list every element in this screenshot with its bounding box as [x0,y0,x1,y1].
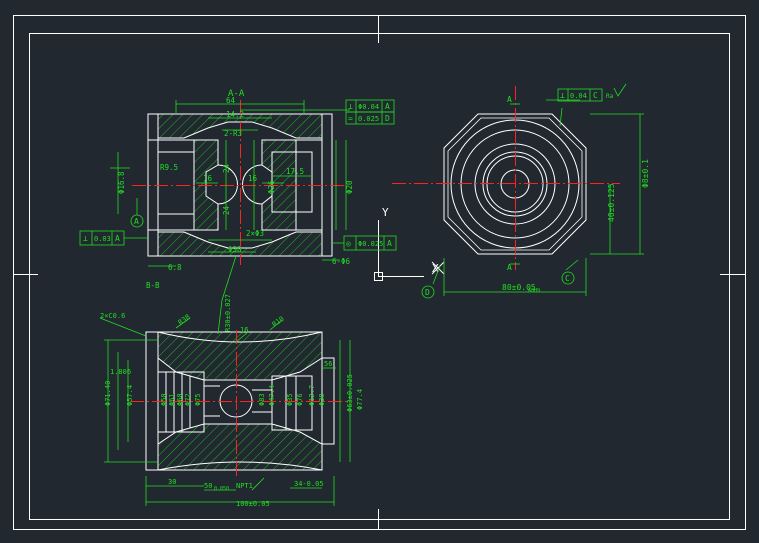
roughness-mark: Ra [606,93,614,100]
dim-phi77-4: Φ77.4 [356,389,364,410]
dim-56: 56 [324,360,332,368]
dim-24a: 24 [222,163,231,173]
svg-text:⊥: ⊥ [560,91,565,100]
section-dims: 64 14.2 2-R3 24 24 16 16 R9.5 17.5 Φ16.8… [117,96,354,290]
dim-npt1: NPT1 [236,482,253,490]
dim-17-5: 17.5 [286,167,304,176]
dim-16b: 16 [248,174,258,183]
dim-r9-5: R9.5 [160,163,178,172]
svg-text:C: C [565,274,570,283]
tolerance-frame-end-top: ⊥ 0.04 C [557,83,627,102]
svg-text:Φ0.025: Φ0.025 [358,240,383,248]
dim-2xc0-6: 2×C0.6 [100,312,125,320]
dim-16a: 16 [203,174,213,183]
ucs-icon[interactable]: Y X [374,206,445,281]
dim-phi38: Φ38 [228,245,242,254]
svg-text:=: = [348,114,353,123]
dim-phi63: Φ63±0.025 [346,374,354,412]
dim-24b: 24 [222,205,231,215]
main-profile-top [157,331,323,343]
dim-phi75: Φ75 [194,393,202,406]
dim-phi72: Φ72 [184,393,192,406]
svg-text:0.04: 0.04 [570,92,587,100]
dim-50: 50 [204,482,212,490]
dim-phi16-8: Φ16.8 [117,171,126,194]
svg-text:D: D [385,114,390,123]
dim-30: 30 [168,478,176,486]
dim-phi26: Φ26 [267,180,276,194]
tolerance-frame-section-left: ⊥ 0.03 A [79,230,148,246]
svg-text:A: A [115,234,120,243]
svg-text:0.025: 0.025 [358,115,379,123]
dim-14-2: 14.2 [226,110,244,119]
ucs-y-label: Y [382,206,389,219]
main-hatch-bottom [157,423,323,471]
dim-width-tol: A8H9 [528,288,540,294]
dim-phi60: Φ60 [176,393,184,406]
main-section-view[interactable]: 2×C0.6 R38 R30±0.027 16 R10 1.806 Φ71.40… [99,255,364,508]
section-title: A-A [228,89,245,99]
dim-height: Φ8±0.1 [641,159,650,188]
dim-phi35: Φ35 [286,393,294,406]
dim-phi20: Φ20 [345,180,354,194]
tolerance-frame-section-bottom: ◎ Φ0.025 A [332,235,397,251]
datum-c-marker: C [561,271,575,285]
dim-phi12-7: Φ12.7 [308,385,316,406]
dim-16-main: 16 [240,326,248,334]
dim-phi50: Φ50 [160,393,168,406]
drawing-frame [13,15,746,530]
dim-2x-phi3: 2×Φ3 [246,229,264,238]
octagon-outline [443,113,587,255]
end-view-labels: A A Φ8±0.1 40±0.125 80±0.05 A8H9 Ra [502,93,650,294]
dim-r10: R10 [271,315,286,329]
dim-width: 80±0.05 [502,283,536,292]
datum-a-marker: A [130,198,144,228]
dim-64: 64 [226,96,236,105]
svg-text:D: D [425,288,430,297]
dim-100: 100±0.05 [236,500,270,508]
dim-phi47-4: Φ47.4 [268,385,276,406]
dim-6-8: 6.8 [168,263,182,272]
dim-r38: R38 [177,313,192,327]
section-hatch-bottom [157,231,323,257]
svg-text:A: A [385,102,390,111]
dim-phi76: Φ76 [296,393,304,406]
svg-text:Φ0.04: Φ0.04 [358,103,379,111]
datum-d-marker: D [421,285,435,299]
svg-text:⊥: ⊥ [348,102,353,111]
svg-text:⊥: ⊥ [83,234,88,243]
section-view-aa[interactable]: A-A 64 14.2 2-R3 24 24 16 16 R9.5 17.5 Φ… [79,89,397,290]
main-profile-bottom [157,461,323,471]
label-b-b: B-B [146,281,160,290]
dim-r30: R30±0.027 [224,294,232,332]
main-dims: 2×C0.6 R38 R30±0.027 16 R10 1.806 Φ71.40… [100,294,364,508]
dim-phi61: Φ61 [168,393,176,406]
dim-tol-sub: 0.050 [214,486,229,492]
section-mark-top: A [507,95,512,104]
dim-phi71-40: Φ71.40 [104,381,112,406]
main-hatch-top [157,331,323,381]
dim-34: 34-0.05 [294,480,324,488]
svg-text:◎: ◎ [346,239,351,248]
dim-2-r3: 2-R3 [224,129,242,138]
dim-phi30: Φ30 [318,393,326,406]
dim-phi83: Φ83 [258,393,266,406]
dim-6-phi6: 6-Φ6 [332,257,351,266]
svg-text:C: C [593,91,598,100]
dim-1-806: 1.806 [110,368,131,376]
svg-text:0.03: 0.03 [94,235,111,243]
svg-text:A: A [134,217,139,226]
svg-text:A: A [387,239,392,248]
end-view[interactable]: A A Φ8±0.1 40±0.125 80±0.05 A8H9 Ra D C … [392,83,650,299]
section-mark-bottom: A [507,263,512,272]
tolerance-frame-section-top: ⊥ Φ0.04 A = 0.025 D [345,99,395,125]
dim-half: 40±0.125 [607,183,616,222]
ucs-x-label: X [432,262,439,275]
dim-phi57-4: Φ57.4 [126,385,134,406]
